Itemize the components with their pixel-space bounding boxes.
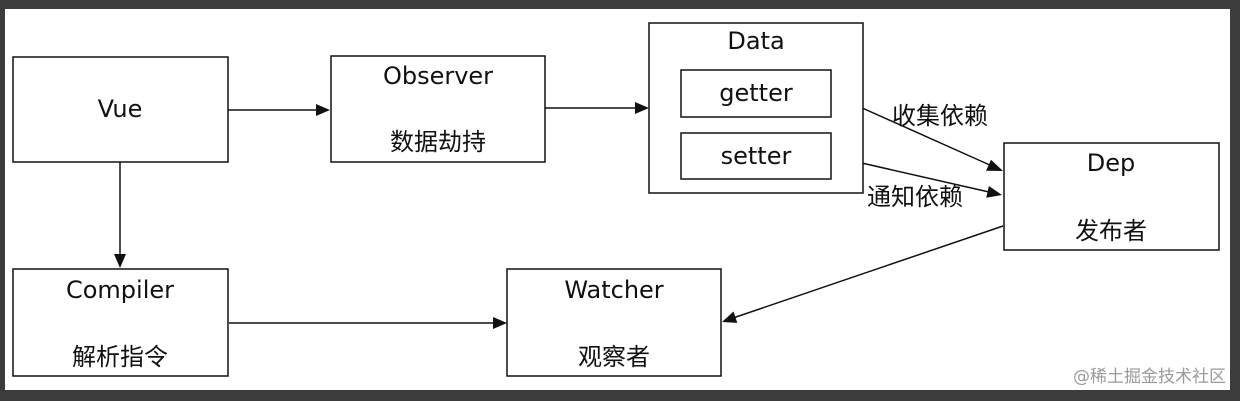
- edge-vue-to-compiler: [114, 162, 126, 268]
- vue-node: Vue: [12, 56, 229, 163]
- compiler-title: Compiler: [66, 276, 174, 304]
- data-title: Data: [727, 27, 784, 55]
- observer-node: Observer 数据劫持: [330, 55, 546, 163]
- setter-node: setter: [680, 132, 832, 180]
- vue-title: Vue: [98, 95, 143, 123]
- edge-observer-to-data: [545, 102, 649, 114]
- data-node: Data getter setter: [648, 22, 864, 194]
- dep-title: Dep: [1087, 149, 1135, 177]
- collect-deps-label: 收集依赖: [892, 102, 988, 130]
- dep-node: Dep 发布者: [1003, 142, 1220, 251]
- watcher-title: Watcher: [564, 276, 663, 304]
- edge-dep-to-watcher: [722, 225, 1004, 323]
- watcher-subtitle: 观察者: [578, 343, 650, 371]
- watcher-node: Watcher 观察者: [506, 268, 722, 377]
- watermark: @稀土掘金技术社区: [1073, 367, 1226, 387]
- getter-label: getter: [719, 79, 793, 107]
- notify-deps-label: 通知依赖: [867, 183, 963, 211]
- edge-compiler-to-watcher: [229, 317, 507, 329]
- setter-label: setter: [721, 142, 792, 170]
- observer-subtitle: 数据劫持: [390, 128, 486, 156]
- getter-node: getter: [680, 69, 832, 118]
- compiler-subtitle: 解析指令: [72, 343, 168, 371]
- observer-title: Observer: [383, 62, 493, 90]
- dep-subtitle: 发布者: [1075, 217, 1147, 245]
- edge-vue-to-observer: [228, 104, 330, 116]
- compiler-node: Compiler 解析指令: [12, 268, 229, 377]
